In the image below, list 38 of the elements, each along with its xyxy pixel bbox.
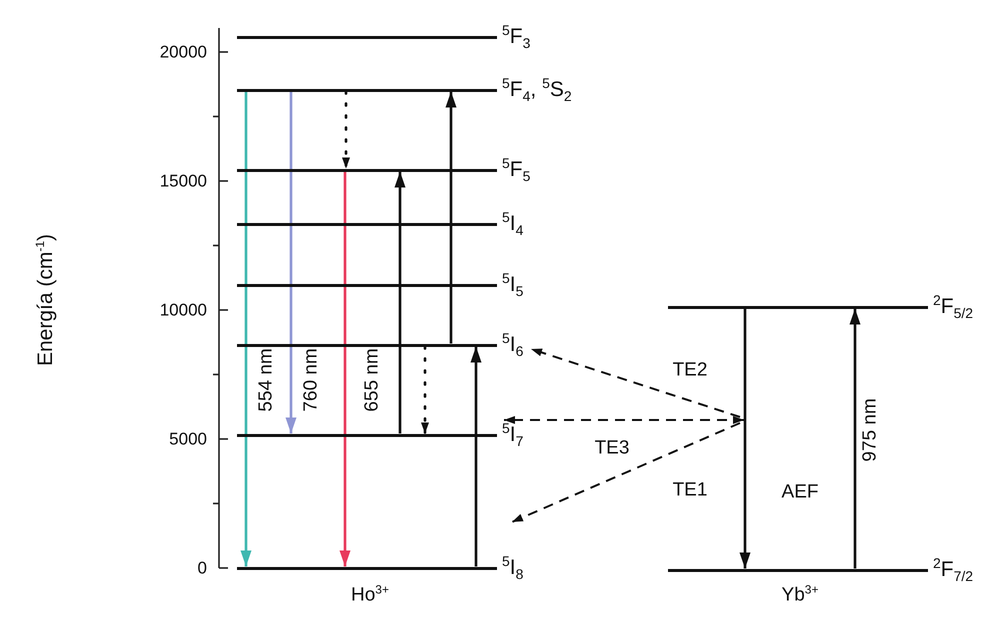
energy-transfer-arrow bbox=[504, 416, 744, 424]
level-label: $^{2}$F$_{5/2}$ bbox=[933, 293, 974, 321]
annotation-label: AEF bbox=[782, 482, 818, 502]
wavelength-label: 554 nm bbox=[256, 348, 276, 412]
level-label: $^{5}$F$_{4}$, $^{5}$S$_{2}$ bbox=[502, 76, 572, 104]
tick-label: 10000 bbox=[160, 302, 207, 318]
level-label: $^{5}$F$_{3}$ bbox=[502, 23, 530, 51]
edge-label: TE3 bbox=[594, 438, 630, 458]
tick-label: 5000 bbox=[169, 430, 207, 448]
tick-label: 20000 bbox=[160, 44, 207, 60]
level-label: $^{2}$F$_{7/2}$ bbox=[933, 556, 974, 584]
relaxation-arrow bbox=[342, 90, 350, 170]
level-label: $^{5}$F$_{5}$ bbox=[502, 156, 530, 184]
level-label: $^{5}$I$_{5}$ bbox=[502, 271, 524, 299]
energy-transfer-arrow bbox=[530, 348, 740, 418]
ion-label: Yb$^{3+}$ bbox=[782, 583, 818, 605]
energy-transfer-arrow bbox=[512, 422, 740, 523]
edge-label: TE1 bbox=[672, 480, 708, 500]
transition-arrow bbox=[340, 172, 350, 566]
transition-arrow bbox=[240, 92, 252, 566]
wavelength-label: 975 nm bbox=[860, 398, 880, 462]
transition-arrow bbox=[286, 92, 296, 434]
wavelength-label: 655 nm bbox=[362, 348, 382, 412]
level-label: $^{5}$I$_{4}$ bbox=[502, 210, 524, 238]
level-label: $^{5}$I$_{7}$ bbox=[502, 421, 524, 449]
transition-arrow bbox=[446, 92, 456, 344]
transition-arrow bbox=[850, 308, 860, 568]
tick-label: 0 bbox=[198, 560, 207, 576]
transition-arrow bbox=[394, 172, 406, 434]
transition-arrow bbox=[740, 308, 750, 568]
edge-label: TE2 bbox=[672, 360, 708, 380]
transition-arrow bbox=[470, 346, 482, 566]
level-label: $^{5}$I$_{6}$ bbox=[502, 331, 524, 359]
ion-label: Ho$^{3+}$ bbox=[351, 583, 389, 605]
wavelength-label: 760 nm bbox=[302, 348, 320, 412]
level-label: $^{5}$I$_{8}$ bbox=[502, 554, 524, 582]
tick-label: 15000 bbox=[160, 172, 207, 190]
relaxation-arrow bbox=[421, 345, 429, 435]
